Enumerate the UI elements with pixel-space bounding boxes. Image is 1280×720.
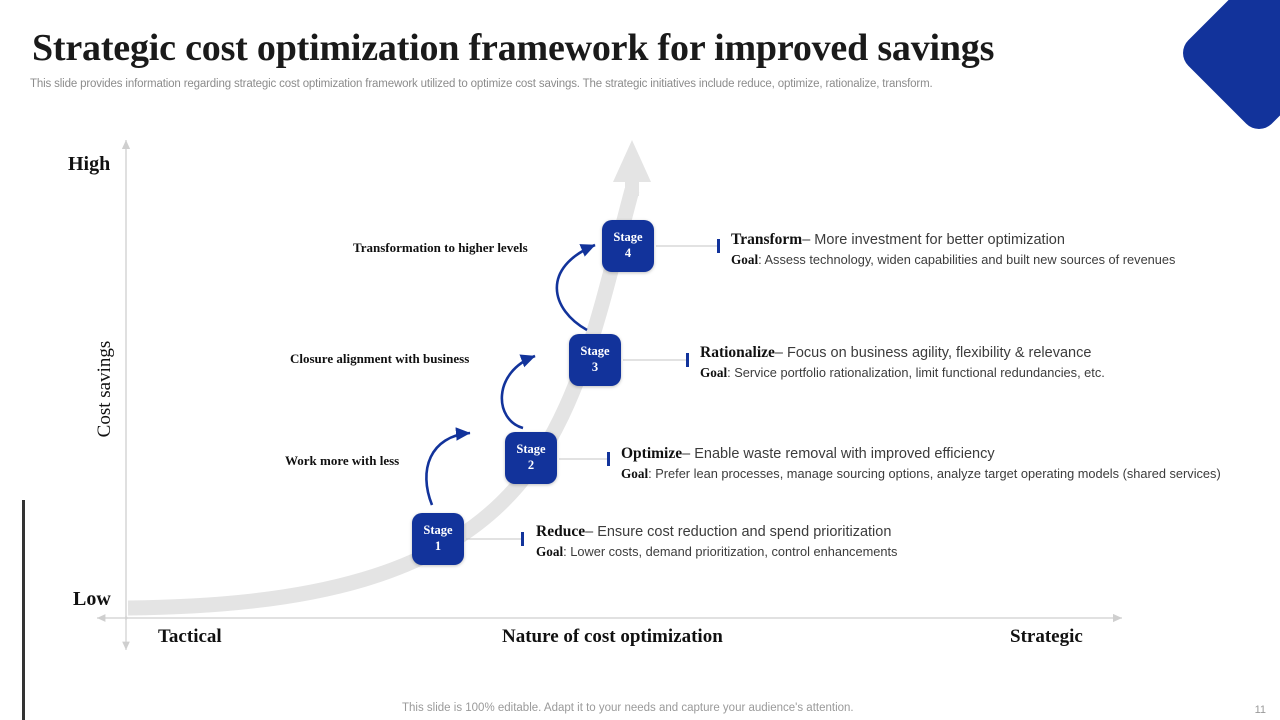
axis-title-y: Cost savings	[94, 340, 115, 438]
description-reduce: Reduce– Ensure cost reduction and spend …	[536, 522, 897, 561]
description-optimize-goal-text: : Prefer lean processes, manage sourcing…	[648, 465, 1221, 481]
stage-3-label: Stage	[580, 344, 610, 359]
description-optimize-headline: Optimize– Enable waste removal with impr…	[621, 444, 1221, 465]
stage-box-1[interactable]: Stage 1	[412, 513, 464, 565]
description-transform-headline: Transform– More investment for better op…	[731, 230, 1175, 251]
description-transform-goal: Goal: Assess technology, widen capabilit…	[731, 251, 1175, 269]
axis-label-tactical: Tactical	[158, 626, 222, 647]
stage-box-4[interactable]: Stage 4	[602, 220, 654, 272]
description-reduce-headline: Reduce– Ensure cost reduction and spend …	[536, 522, 897, 543]
description-reduce-keyword: Reduce	[536, 523, 586, 540]
axis-label-low: Low	[73, 588, 111, 610]
description-optimize-keyword: Optimize	[621, 445, 683, 462]
stage-1-label: Stage	[423, 523, 453, 538]
stage-box-2[interactable]: Stage 2	[505, 432, 557, 484]
description-rationalize-headline: Rationalize– Focus on business agility, …	[700, 343, 1105, 364]
description-rationalize: Rationalize– Focus on business agility, …	[700, 343, 1105, 382]
description-optimize-text: Enable waste removal with improved effic…	[694, 446, 995, 462]
description-reduce-dash: –	[585, 524, 594, 540]
annotation-work-more-with-less: Work more with less	[285, 453, 400, 468]
description-optimize-goal: Goal: Prefer lean processes, manage sour…	[621, 465, 1221, 483]
description-reduce-goal-text: : Lower costs, demand prioritization, co…	[563, 543, 898, 559]
page-title: Strategic cost optimization framework fo…	[32, 27, 995, 69]
description-rationalize-keyword: Rationalize	[700, 344, 775, 361]
annotation-closure-alignment: Closure alignment with business	[290, 351, 470, 366]
corner-decoration-shape	[1175, 0, 1280, 137]
description-transform-dash: –	[802, 232, 811, 248]
axis-label-high: High	[68, 153, 111, 175]
description-rationalize-goal-text: : Service portfolio rationalization, lim…	[727, 364, 1105, 380]
stage-2-label: Stage	[516, 442, 546, 457]
stage-2-number: 2	[527, 458, 535, 472]
page-subtitle: This slide provides information regardin…	[30, 78, 933, 90]
description-optimize-dash: –	[682, 446, 691, 462]
axis-title-x: Nature of cost optimization	[502, 626, 723, 647]
page-number: 11	[1254, 704, 1266, 716]
description-rationalize-text: Focus on business agility, flexibility &…	[787, 345, 1092, 361]
stage-3-number: 3	[591, 360, 599, 374]
description-optimize-goal-label: Goal	[621, 465, 649, 481]
description-reduce-goal-label: Goal	[536, 543, 564, 559]
description-rationalize-dash: –	[774, 345, 783, 361]
description-transform-keyword: Transform	[731, 231, 803, 248]
stage-4-number: 4	[624, 246, 632, 260]
axis-label-strategic: Strategic	[1010, 626, 1083, 647]
stage-4-label: Stage	[613, 230, 643, 245]
footer-note: This slide is 100% editable. Adapt it to…	[402, 702, 854, 714]
description-reduce-text: Ensure cost reduction and spend prioriti…	[597, 524, 892, 540]
description-transform-goal-text: : Assess technology, widen capabilities …	[758, 251, 1176, 267]
stage-1-number: 1	[434, 539, 442, 553]
description-transform-text: More investment for better optimization	[814, 232, 1065, 248]
description-rationalize-goal: Goal: Service portfolio rationalization,…	[700, 364, 1105, 382]
left-accent-rule	[22, 500, 25, 720]
description-rationalize-goal-label: Goal	[700, 364, 728, 380]
description-reduce-goal: Goal: Lower costs, demand prioritization…	[536, 543, 897, 561]
description-optimize: Optimize– Enable waste removal with impr…	[621, 444, 1221, 483]
stage-box-3[interactable]: Stage 3	[569, 334, 621, 386]
axis-lines	[97, 140, 1122, 650]
description-transform-goal-label: Goal	[731, 251, 759, 267]
stage-leader-lines	[466, 239, 720, 546]
annotation-transformation-higher-levels: Transformation to higher levels	[353, 240, 528, 255]
description-transform: Transform– More investment for better op…	[731, 230, 1175, 269]
